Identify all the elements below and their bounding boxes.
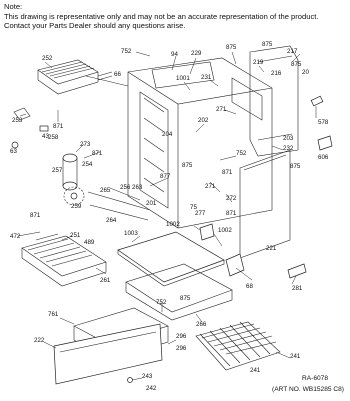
callout-263: 263 — [132, 184, 143, 191]
callout-222: 222 — [34, 337, 45, 344]
callout-219: 219 — [253, 59, 264, 66]
side-panel-part — [239, 149, 291, 259]
broiler-rack-part — [195, 321, 281, 371]
callout-254: 254 — [82, 161, 93, 168]
callout-242: 242 — [146, 385, 157, 392]
ignitor-part — [63, 186, 85, 206]
bracket-part — [199, 223, 215, 241]
callout-578: 578 — [318, 119, 329, 126]
callout-871: 871 — [226, 210, 237, 217]
callout-94: 94 — [171, 51, 178, 58]
thermostat-part — [62, 153, 78, 191]
callout-271: 271 — [216, 106, 227, 113]
callout-273: 273 — [80, 141, 91, 148]
callout-272: 272 — [226, 195, 237, 202]
art-number: (ART NO. WB15285 C8) — [272, 386, 344, 393]
callout-871: 871 — [92, 150, 103, 157]
callout-231: 231 — [201, 74, 212, 81]
callout-241: 241 — [290, 353, 301, 360]
callout-472: 472 — [10, 233, 21, 240]
callout-606: 606 — [318, 154, 329, 161]
callout-20: 20 — [302, 69, 309, 76]
callout-256: 256 — [120, 184, 131, 191]
callout-761: 761 — [48, 311, 59, 318]
callout-752: 752 — [236, 150, 247, 157]
callout-875: 875 — [226, 44, 237, 51]
oven-rack-part — [21, 233, 107, 287]
callout-277: 277 — [195, 210, 206, 217]
callout-489: 489 — [84, 239, 95, 246]
callout-1003: 1003 — [124, 230, 138, 237]
callout-871: 871 — [30, 212, 41, 219]
rod-part — [87, 191, 151, 211]
callout-875: 875 — [291, 61, 302, 68]
callout-281: 281 — [292, 285, 303, 292]
callout-202: 202 — [198, 117, 209, 124]
broil-element-part — [37, 59, 113, 95]
callout-875: 875 — [262, 41, 273, 48]
callout-43: 43 — [42, 133, 49, 140]
sensor-part — [287, 263, 307, 279]
callout-296: 296 — [176, 333, 187, 340]
callout-66: 66 — [114, 71, 121, 78]
disclaimer-note: Note: This drawing is representative onl… — [4, 2, 346, 31]
callout-253: 253 — [12, 117, 23, 124]
callout-251: 251 — [70, 232, 81, 239]
switch-part — [310, 95, 324, 107]
callout-217: 217 — [287, 48, 298, 55]
callout-875: 875 — [182, 162, 193, 169]
callout-271: 271 — [205, 183, 216, 190]
callout-1001: 1001 — [176, 75, 190, 82]
callout-229: 229 — [191, 50, 202, 57]
callout-labels: 752 94 229 875 875 217 252 66 1001 231 2… — [10, 41, 329, 392]
screw-part — [11, 141, 19, 149]
drawing-reference-code: RA-6078 — [301, 375, 328, 382]
callout-257: 257 — [52, 167, 63, 174]
callout-1002: 1002 — [166, 221, 180, 228]
screw-part — [127, 377, 133, 383]
callout-243: 243 — [142, 373, 153, 380]
callout-296: 296 — [176, 345, 187, 352]
callout-752: 752 — [121, 48, 132, 55]
callout-203: 203 — [283, 135, 294, 142]
callout-259: 259 — [71, 203, 82, 210]
note-line-1: This drawing is representative only and … — [4, 11, 319, 21]
callout-252: 252 — [42, 55, 53, 62]
oven-body-part — [127, 57, 273, 229]
clip-part — [39, 125, 49, 132]
callout-752: 752 — [156, 299, 167, 306]
callout-75: 75 — [190, 204, 197, 211]
rail-part — [17, 231, 41, 237]
callout-201: 201 — [146, 200, 157, 207]
drawer-part — [53, 307, 169, 385]
callout-241: 241 — [250, 367, 261, 374]
callout-877: 877 — [160, 173, 171, 180]
callout-1002: 1002 — [218, 227, 232, 234]
cooktop-part — [117, 231, 225, 287]
callout-216: 216 — [271, 70, 282, 77]
callout-232: 232 — [283, 145, 294, 152]
callout-875: 875 — [180, 295, 191, 302]
callout-204: 204 — [162, 131, 173, 138]
note-line-2: Contact your Parts Dealer should any que… — [4, 21, 186, 31]
bottom-pan-part — [125, 263, 233, 321]
bracket-part — [13, 107, 31, 121]
callout-258: 258 — [48, 134, 59, 141]
callout-265: 265 — [100, 187, 111, 194]
callout-266: 266 — [196, 321, 207, 328]
callout-871: 871 — [222, 169, 233, 176]
callout-264: 264 — [106, 217, 117, 224]
trim-part — [89, 204, 149, 221]
callout-221: 221 — [266, 245, 277, 252]
terminal-block-part — [317, 135, 333, 151]
back-panel-part — [249, 45, 299, 157]
callout-875: 875 — [290, 163, 301, 170]
leader-lines — [19, 51, 317, 381]
note-title: Note: — [4, 2, 23, 11]
callout-261: 261 — [100, 277, 111, 284]
callout-871: 871 — [53, 123, 64, 130]
callout-68: 68 — [246, 283, 253, 290]
callout-63: 63 — [10, 148, 17, 155]
